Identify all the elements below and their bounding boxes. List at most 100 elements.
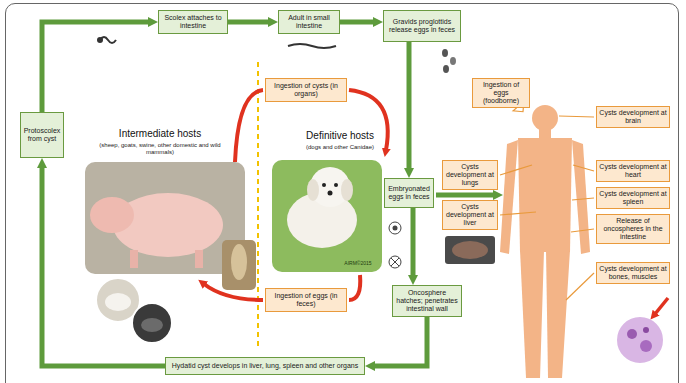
box-text: Cysts development at liver bbox=[445, 203, 496, 227]
dog-ear bbox=[341, 179, 353, 201]
process-box: Hydatid cyst develops in liver, lung, sp… bbox=[165, 357, 365, 375]
leader-line bbox=[573, 165, 594, 171]
host-subtitle: (dogs and other Canidae) bbox=[300, 144, 380, 151]
microscopy-cell bbox=[627, 329, 637, 339]
note-box: Cysts development at brain bbox=[596, 106, 670, 128]
flow-arrow bbox=[340, 20, 373, 25]
oncosphere-icon bbox=[391, 258, 399, 266]
human-head bbox=[532, 105, 558, 131]
box-text: Cysts development at bones, muscles bbox=[599, 265, 668, 281]
intermediate-host-photos bbox=[85, 162, 256, 343]
box-text: Gravids proglottids release eggs in fece… bbox=[386, 18, 459, 34]
box-text: Release of oncospheres in the intestine bbox=[599, 217, 668, 241]
note-box: Cysts development at bones, muscles bbox=[596, 262, 670, 284]
watermark: AIRM©2015 bbox=[336, 261, 380, 267]
egg-icon bbox=[442, 49, 448, 57]
box-text: Cysts development at brain bbox=[599, 109, 668, 125]
red-arc bbox=[204, 284, 263, 300]
dog-ear bbox=[307, 179, 319, 201]
dog-photo bbox=[272, 160, 382, 272]
embryonated-egg-icon bbox=[389, 222, 401, 234]
flow-arrow bbox=[411, 208, 416, 275]
dog-nose bbox=[328, 191, 333, 196]
human-leg bbox=[546, 250, 570, 378]
pointer-arrow bbox=[655, 298, 668, 314]
leader-line bbox=[500, 165, 532, 175]
scolex-icon bbox=[97, 37, 103, 43]
goat bbox=[141, 318, 163, 332]
note-box: Ingestion of eggs (foodborne) bbox=[472, 78, 530, 108]
note-box: Release of oncospheres in the intestine bbox=[596, 214, 670, 244]
leader-line bbox=[571, 229, 594, 232]
flow-arrow bbox=[375, 317, 427, 366]
process-box: Protoscolex from cyst bbox=[20, 112, 64, 158]
box-text: Embryonated eggs in feces bbox=[387, 185, 432, 201]
leader-line bbox=[566, 273, 594, 300]
process-box: Gravids proglottids release eggs in fece… bbox=[383, 10, 461, 42]
microscopy-cell bbox=[643, 327, 649, 333]
liver-photo bbox=[452, 241, 488, 259]
host-title: Definitive hosts bbox=[300, 130, 380, 142]
meerkat-photo bbox=[222, 240, 256, 290]
note-box: Cysts development at heart bbox=[596, 160, 670, 182]
pig-photo bbox=[85, 162, 245, 274]
microscopy-cell bbox=[640, 340, 652, 352]
box-text: Adult in small intestine bbox=[281, 14, 338, 30]
liver-photo bbox=[445, 236, 495, 264]
process-box: Embryonated eggs in feces bbox=[384, 178, 434, 208]
dog-eye bbox=[322, 183, 326, 187]
box-text: Scolex attaches to intestine bbox=[161, 14, 226, 30]
embryonated-egg-icon bbox=[393, 226, 398, 231]
host-subtitle: (sheep, goats, swine, other domestic and… bbox=[95, 142, 225, 156]
box-text: Cysts development at lungs bbox=[445, 163, 496, 187]
sheep bbox=[105, 293, 131, 311]
box-text: Cysts development at heart bbox=[599, 163, 668, 179]
flow-arrow bbox=[407, 42, 412, 168]
pig-leg bbox=[195, 250, 203, 268]
egg-icon bbox=[450, 57, 456, 65]
flow-arrow bbox=[42, 168, 165, 366]
process-box: Adult in small intestine bbox=[278, 10, 340, 34]
definitive-host-photo bbox=[272, 160, 382, 272]
leader-line bbox=[572, 198, 594, 200]
red-arc bbox=[349, 275, 360, 300]
leader-line bbox=[559, 116, 594, 117]
goat-photo bbox=[132, 303, 172, 343]
dog-eye bbox=[334, 183, 338, 187]
egg-icon bbox=[443, 65, 449, 73]
note-box: Ingestion of eggs (in feces) bbox=[265, 288, 347, 312]
human-neck bbox=[539, 129, 551, 139]
process-box: Oncosphere hatches; penetrates intestina… bbox=[392, 285, 462, 317]
leader-line bbox=[500, 212, 536, 215]
note-box: Ingestion of cysts (in organs) bbox=[265, 78, 347, 102]
human-leg bbox=[520, 250, 544, 378]
pig-head bbox=[90, 197, 134, 233]
note-box: Cysts development at liver bbox=[442, 200, 498, 230]
box-text: Oncosphere hatches; penetrates intestina… bbox=[395, 289, 460, 313]
human-arm bbox=[500, 140, 518, 254]
note-box: Cysts development at lungs bbox=[442, 160, 498, 190]
box-text: Ingestion of eggs (in feces) bbox=[268, 292, 345, 308]
divider-line bbox=[257, 62, 259, 350]
meerkat bbox=[231, 244, 247, 280]
worm-icon bbox=[288, 44, 336, 48]
box-text: Ingestion of cysts (in organs) bbox=[268, 82, 345, 98]
flow-arrow bbox=[42, 22, 148, 112]
box-text: Cysts development at spleen bbox=[599, 190, 668, 206]
red-arc bbox=[235, 90, 263, 162]
oncosphere-icon bbox=[389, 256, 401, 268]
red-cycle-arrows bbox=[204, 90, 388, 300]
box-text: Hydatid cyst develops in liver, lung, sp… bbox=[168, 362, 363, 370]
leader-lines bbox=[500, 116, 594, 300]
pig-leg bbox=[130, 250, 138, 268]
box-text: Protoscolex from cyst bbox=[23, 127, 62, 143]
note-box: Cysts development at spleen bbox=[596, 187, 670, 209]
human-torso bbox=[518, 138, 572, 252]
infection-arrow bbox=[436, 193, 493, 198]
human-figure bbox=[500, 105, 590, 378]
box-text: Ingestion of eggs (foodborne) bbox=[475, 81, 528, 105]
human-arm bbox=[572, 140, 590, 254]
